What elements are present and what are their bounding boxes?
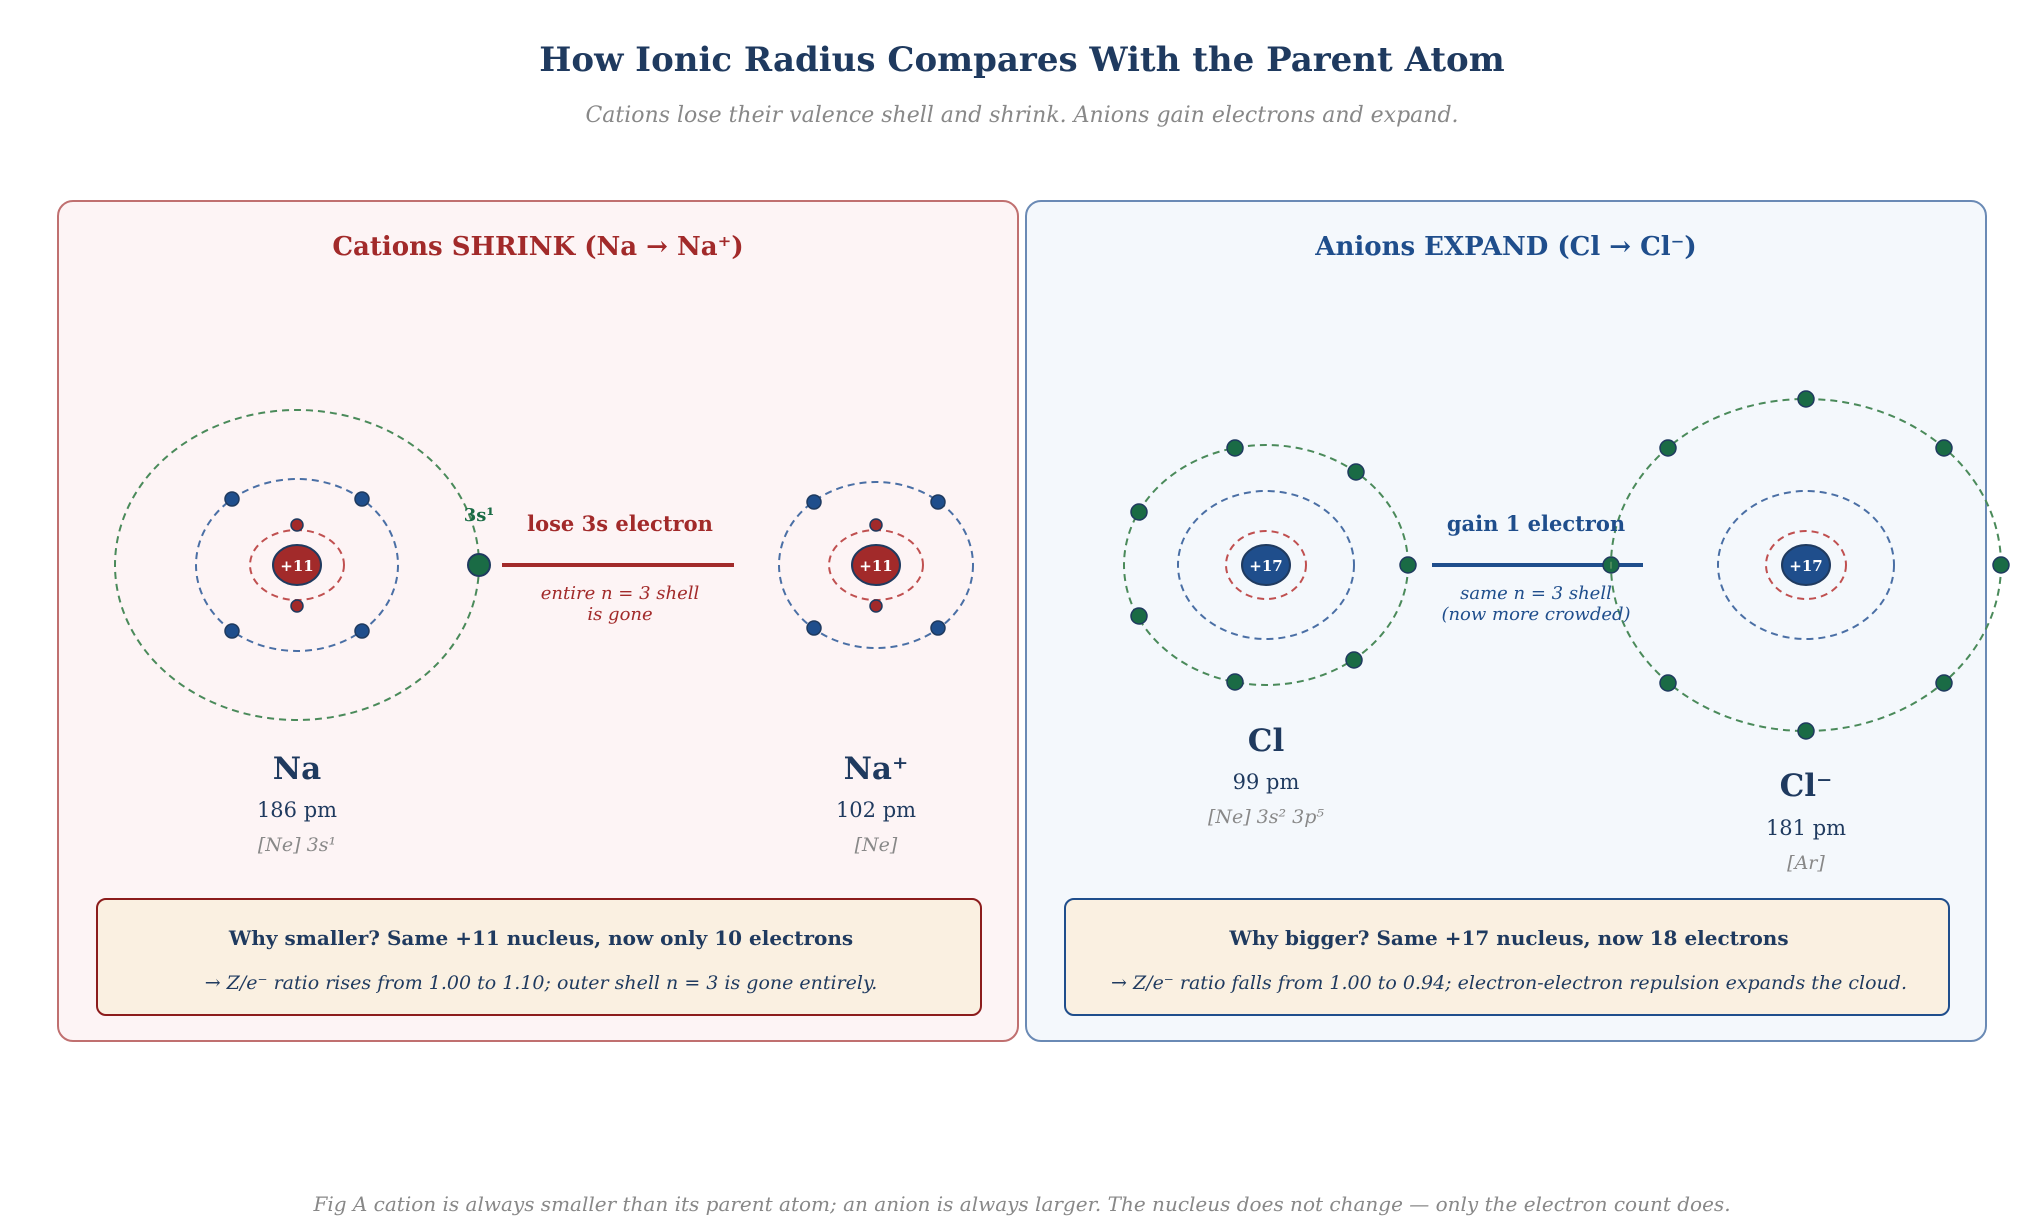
cation-arrow-label: lose 3s electron xyxy=(527,511,713,536)
figure-caption: Fig A cation is always smaller than its … xyxy=(313,1192,1731,1216)
valence-electron xyxy=(467,553,491,577)
electron xyxy=(930,494,946,510)
electron xyxy=(930,620,946,636)
valence-electron xyxy=(1659,439,1677,457)
na-ion-model: +11 xyxy=(778,481,974,649)
na-ion-radius: 102 pm xyxy=(835,798,917,822)
na-nucleus-charge: +11 xyxy=(280,557,313,575)
valence-electron xyxy=(1797,390,1815,408)
anion-explanation-heading: Why bigger? Same +17 nucleus, now 18 ele… xyxy=(1229,926,1789,950)
na-ion-shell-n2 xyxy=(778,481,974,649)
na-shell-n2 xyxy=(195,478,399,652)
electron xyxy=(869,599,883,613)
cl-nucleus xyxy=(1241,544,1291,586)
electron xyxy=(354,623,370,639)
anion-explanation-box: Why bigger? Same +17 nucleus, now 18 ele… xyxy=(1064,898,1950,1016)
cation-explanation-box: Why smaller? Same +11 nucleus, now only … xyxy=(96,898,982,1016)
valence-electron xyxy=(1659,674,1677,692)
electron xyxy=(290,518,304,532)
anion-arrow-note: same n = 3 shell (now more crowded) xyxy=(1386,583,1686,625)
na-symbol: Na xyxy=(272,751,322,787)
cl-shell-n1 xyxy=(1225,530,1307,600)
cl-ion-radius: 181 pm xyxy=(1765,816,1847,840)
cl-ion-shell-n2 xyxy=(1717,490,1895,640)
cl-shell-n2 xyxy=(1177,490,1355,640)
valence-electron xyxy=(1992,556,2010,574)
cation-arrow-note: entire n = 3 shell is gone xyxy=(470,583,770,625)
valence-electron xyxy=(1935,674,1953,692)
valence-electron xyxy=(1226,439,1244,457)
electron xyxy=(806,620,822,636)
cl-ion-nucleus xyxy=(1781,544,1831,586)
valence-electron xyxy=(1345,651,1363,669)
cation-arrow-note-line1: entire n = 3 shell xyxy=(540,583,700,604)
na-nucleus xyxy=(272,544,322,586)
cation-explanation-body: → Z/e⁻ ratio rises from 1.00 to 1.10; ou… xyxy=(204,972,878,994)
electron xyxy=(290,599,304,613)
cl-ion-shell-n1 xyxy=(1765,530,1847,600)
figure-title: How Ionic Radius Compares With the Paren… xyxy=(539,40,1505,80)
valence-electron xyxy=(1347,463,1365,481)
na-ion-symbol: Na⁺ xyxy=(843,751,909,787)
cation-explanation-heading: Why smaller? Same +11 nucleus, now only … xyxy=(228,926,854,950)
valence-electron xyxy=(1935,439,1953,457)
cl-ion-symbol: Cl⁻ xyxy=(1779,768,1833,804)
cl-radius: 99 pm xyxy=(1232,770,1300,794)
anion-arrow-note-line1: same n = 3 shell xyxy=(1460,583,1612,604)
electron xyxy=(354,491,370,507)
cl-ion-model: +17 xyxy=(1610,390,2010,740)
na-atom-model: +11 3s¹ xyxy=(114,409,495,721)
na-config: [Ne] 3s¹ xyxy=(257,834,337,856)
valence-electron xyxy=(1130,503,1148,521)
anion-panel-title: Anions EXPAND (Cl → Cl⁻) xyxy=(1315,232,1697,262)
valence-electron xyxy=(1130,607,1148,625)
cl-config: [Ne] 3s² 3p⁵ xyxy=(1207,806,1325,828)
cl-ion-config: [Ar] xyxy=(1787,852,1825,874)
electron xyxy=(869,518,883,532)
valence-electron xyxy=(1226,673,1244,691)
cation-arrow-note-line2: is gone xyxy=(587,604,653,625)
na-ion-nucleus xyxy=(851,544,901,586)
na-ion-nucleus-charge: +11 xyxy=(859,557,892,575)
figure-subtitle: Cations lose their valence shell and shr… xyxy=(585,103,1459,128)
electron xyxy=(224,623,240,639)
na-radius: 186 pm xyxy=(256,798,338,822)
valence-tag: 3s¹ xyxy=(464,505,495,526)
valence-electron xyxy=(1399,556,1417,574)
cl-ion-nucleus-charge: +17 xyxy=(1789,557,1822,575)
cl-atom-model: +17 xyxy=(1123,439,1417,691)
anion-arrow-note-line2: (now more crowded) xyxy=(1441,604,1631,625)
valence-electron xyxy=(1797,722,1815,740)
electron xyxy=(224,491,240,507)
na-ion-config: [Ne] xyxy=(854,834,898,856)
electron xyxy=(806,494,822,510)
anion-arrow-label: gain 1 electron xyxy=(1446,511,1626,536)
cation-panel-title: Cations SHRINK (Na → Na⁺) xyxy=(332,232,744,262)
cl-symbol: Cl xyxy=(1247,723,1285,759)
anion-explanation-body: → Z/e⁻ ratio falls from 1.00 to 0.94; el… xyxy=(1111,972,1907,994)
cl-nucleus-charge: +17 xyxy=(1249,557,1282,575)
